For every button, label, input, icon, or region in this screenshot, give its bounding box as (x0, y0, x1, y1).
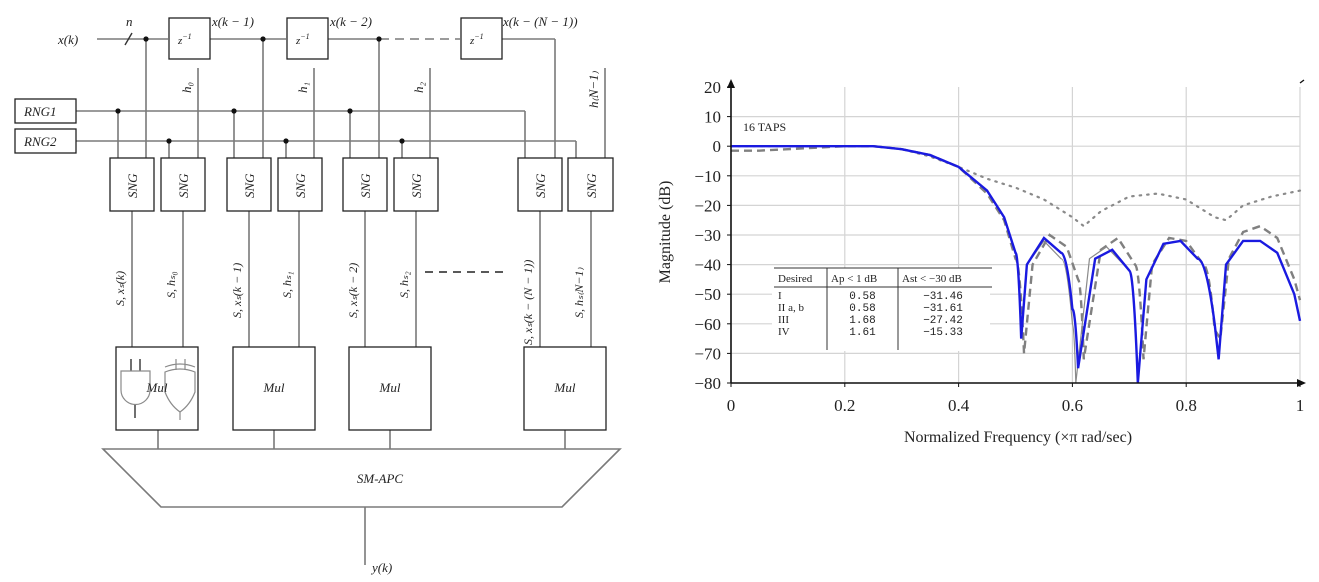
table-cell: 0.58 (849, 303, 875, 315)
delay-box-1 (168, 17, 211, 60)
stream-label: S, xₛ(k) (113, 271, 127, 306)
x-tick-label: 0.6 (1062, 396, 1083, 415)
rng1-box (14, 98, 77, 124)
sng-label: SNG (409, 173, 424, 198)
sng-label: SNG (358, 173, 373, 198)
stream-label: S, hₛ₍N−1₎ (572, 266, 586, 318)
rng2-box (14, 128, 77, 154)
delay-box-2 (286, 17, 329, 60)
table-cell: II a, b (778, 302, 804, 314)
tap-label-n: x(k − (N − 1)) (502, 14, 578, 29)
y-axis-label: Magnitude (dB) (657, 181, 674, 284)
table-cell: 1.68 (849, 315, 875, 327)
tap-label-1: x(k − 1) (211, 14, 254, 29)
input-label: x(k) (57, 32, 78, 47)
top-right-tick (1299, 79, 1305, 84)
series-line-i (731, 145, 1302, 384)
table-header-cell: Ast < −30 dB (902, 273, 962, 285)
y-tick-label: 20 (704, 78, 721, 97)
y-tick-label: −80 (694, 374, 721, 393)
table-cell: IV (778, 326, 790, 338)
rng2-label: RNG2 (23, 134, 57, 149)
mul-label: Mul (554, 380, 576, 395)
taps-annotation: 16 TAPS (743, 120, 786, 134)
output-label: y(k) (370, 560, 392, 575)
delay-label: z−1 (177, 32, 192, 47)
y-axis-arrow (727, 79, 735, 88)
mul-label: Mul (263, 380, 285, 395)
x-tick-label: 0.4 (948, 396, 970, 415)
table-cell: 0.58 (849, 291, 875, 303)
x-axis-label: Normalized Frequency (×π rad/sec) (904, 429, 1132, 446)
table-header-cell: Desired (778, 273, 813, 285)
x-axis-arrow (1297, 379, 1306, 387)
fir-block-diagram: x(k) n x(k − 1) x(k − 2) x(k − (N − 1)) … (14, 14, 622, 575)
stream-label: S, xₛ(k − 2) (346, 263, 360, 318)
magnitude-response-chart: 0 0.2 0.4 0.6 0.8 1 20 10 0 −10 −20 −30 −40 −50 −60 −70… (640, 0, 1306, 446)
table-cell: −15.33 (923, 327, 963, 339)
y-tick-label: 10 (704, 108, 721, 127)
sng-label: SNG (533, 173, 548, 198)
coeff-label-h0: h₀ (179, 82, 194, 93)
y-tick-label: −20 (694, 196, 721, 215)
sng-label: SNG (242, 173, 257, 198)
and-gate-icon (120, 359, 151, 418)
table-cell: III (778, 314, 789, 326)
coeff-label-h1: h₁ (295, 82, 310, 93)
table-cell: I (778, 290, 782, 302)
coeff-label-h2: h₂ (411, 82, 426, 94)
delay-box-n (460, 17, 503, 60)
x-tick-label: 1 (1296, 396, 1305, 415)
coeff-label-hn: h₍N−1₎ (586, 70, 601, 108)
stream-label: S, xₛ(k − 1) (230, 263, 244, 318)
table-cell: 1.61 (849, 327, 876, 339)
table-cell: −27.42 (923, 315, 963, 327)
apc-label: SM-APC (357, 471, 404, 486)
rng1-label: RNG1 (23, 104, 57, 119)
y-tick-label: −70 (694, 344, 721, 363)
table-background (772, 268, 990, 351)
clip-mask (640, 0, 727, 81)
stream-label: S, xₛ(k − (N − 1)) (521, 260, 535, 345)
tap-label-2: x(k − 2) (329, 14, 372, 29)
y-tick-label: −40 (694, 256, 721, 275)
x-tick-label: 0.2 (834, 396, 855, 415)
y-tick-label: −50 (694, 285, 721, 304)
x-tick-label: 0.8 (1176, 396, 1197, 415)
stream-label: S, hₛ₀ (164, 271, 178, 298)
y-tick-label: 0 (713, 137, 722, 156)
y-tick-label: −10 (694, 167, 721, 186)
delay-label: z−1 (469, 32, 484, 47)
y-tick-label: −60 (694, 315, 721, 334)
stream-label: S, hₛ₁ (280, 271, 294, 298)
y-tick-label: −30 (694, 226, 721, 245)
sng-label: SNG (584, 173, 599, 198)
bus-width-label: n (126, 14, 133, 29)
x-tick-label: 0 (727, 396, 736, 415)
xor-gate-icon (164, 359, 196, 420)
sng-label: SNG (125, 173, 140, 198)
stream-label: S, hₛ₂ (397, 271, 411, 298)
delay-label: z−1 (295, 32, 310, 47)
table-header-cell: Ap < 1 dB (831, 273, 877, 285)
series-line-iv (729, 145, 1302, 228)
table-cell: −31.61 (923, 303, 963, 315)
mul-label: Mul (379, 380, 401, 395)
mul-label: Mul (146, 380, 168, 395)
sng-label: SNG (176, 173, 191, 198)
sng-label: SNG (293, 173, 308, 198)
table-cell: −31.46 (923, 291, 963, 303)
